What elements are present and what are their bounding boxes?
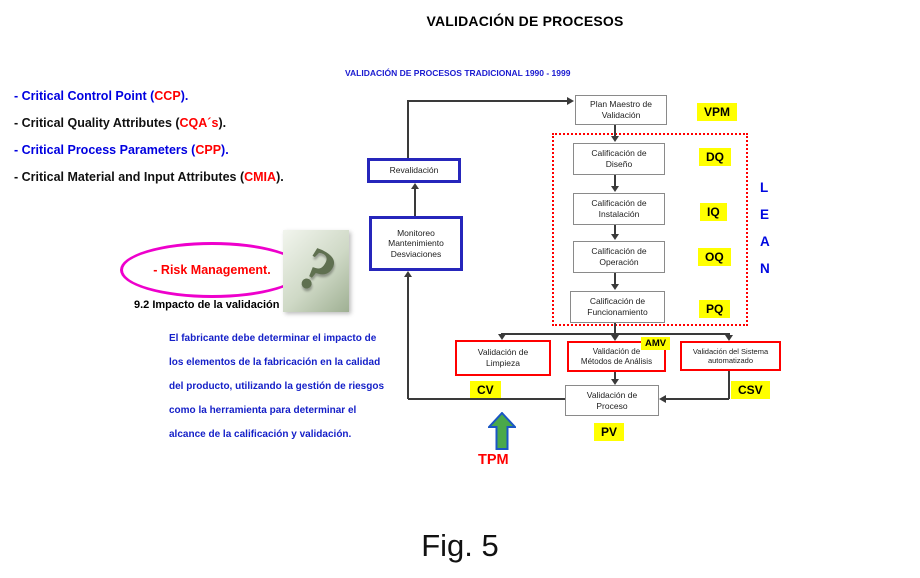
page-title: VALIDACIÓN DE PROCESOS: [426, 13, 624, 29]
flow-line: [408, 398, 565, 400]
lean-letter-l: L: [760, 180, 769, 195]
bullet-cqa: - Critical Quality Attributes (CQA´s).: [14, 115, 284, 132]
flow-arrowhead-down: [498, 334, 506, 340]
label-iq: IQ: [700, 203, 727, 221]
box-validacion-metodos-analisis: Validación de Métodos de Análisis: [567, 341, 666, 372]
bullet-suffix: ).: [221, 143, 229, 157]
flow-line: [728, 371, 730, 399]
figure-caption: Fig. 5: [421, 528, 499, 563]
impact-body: El fabricante debe determinar el impacto…: [169, 333, 385, 440]
lean-letter-n: N: [760, 261, 770, 276]
tpm-up-arrow-icon: [488, 412, 516, 450]
label-pq: PQ: [699, 300, 731, 318]
bullet-abbr: CQA´s: [179, 116, 219, 130]
label-dq: DQ: [699, 148, 731, 166]
box-calificacion-funcionamiento: Calificación de Funcionamiento: [570, 291, 665, 323]
flow-line: [414, 189, 416, 216]
flow-arrowhead-up: [411, 183, 419, 189]
flow-arrowhead-up: [404, 271, 412, 277]
box-calificacion-operacion: Calificación de Operación: [573, 241, 665, 273]
flow-line: [614, 323, 616, 334]
flow-line: [614, 225, 616, 235]
label-vpm: VPM: [697, 103, 738, 121]
box-validacion-limpieza: Validación de Limpieza: [455, 340, 551, 376]
flow-line: [407, 100, 409, 158]
bullet-suffix: ).: [276, 170, 284, 184]
box-calificacion-diseno: Calificación de Diseño: [573, 143, 665, 175]
lean-letter-a: A: [760, 234, 770, 249]
flow-line: [407, 277, 409, 399]
risk-management-label: - Risk Management.: [153, 263, 271, 277]
question-mark-image: ?: [283, 230, 349, 312]
bullet-cmia: - Critical Material and Input Attributes…: [14, 169, 284, 186]
bullet-text: - Critical Material and Input Attributes…: [14, 170, 245, 184]
bullet-list: - Critical Control Point (CCP). - Critic…: [14, 88, 284, 196]
diagram-subtitle: VALIDACIÓN DE PROCESOS TRADICIONAL 1990 …: [345, 68, 571, 78]
label-amv: AMV: [641, 337, 671, 350]
bullet-cpp: - Critical Process Parameters (CPP).: [14, 142, 284, 159]
flow-line: [501, 333, 730, 335]
flow-arrowhead-down: [611, 335, 619, 341]
bullet-abbr: CCP: [154, 89, 181, 103]
box-plan-maestro-validacion: Plan Maestro de Validación: [575, 95, 667, 125]
bullet-ccp: - Critical Control Point (CCP).: [14, 88, 284, 105]
box-validacion-sistema-automatizado: Validación del Sistema automatizado: [680, 341, 781, 371]
label-oq: OQ: [698, 248, 731, 266]
box-revalidacion: Revalidación: [367, 158, 461, 183]
flow-arrowhead-left: [659, 395, 666, 403]
box-monitoreo-mantenimiento: Monitoreo Mantenimiento Desviaciones: [369, 216, 463, 271]
impact-heading: 9.2 Impacto de la validación: [134, 299, 280, 311]
flow-line: [614, 273, 616, 284]
bullet-text: - Critical Control Point (: [14, 89, 155, 103]
box-validacion-proceso: Validación de Proceso: [565, 385, 659, 416]
flow-arrowhead-down: [611, 186, 619, 192]
bullet-abbr: CMIA: [244, 170, 277, 184]
label-csv: CSV: [731, 381, 770, 399]
bullet-abbr: CPP: [195, 143, 222, 157]
flow-arrowhead-down: [611, 379, 619, 385]
box-calificacion-instalacion: Calificación de Instalación: [573, 193, 665, 225]
bullet-text: - Critical Process Parameters (: [14, 143, 196, 157]
tpm-label: TPM: [478, 452, 509, 468]
flow-line: [614, 372, 616, 380]
flow-arrowhead-right: [567, 97, 574, 105]
question-mark-glyph: ?: [285, 233, 348, 308]
flow-arrowhead-down: [611, 136, 619, 142]
flow-line: [407, 100, 567, 102]
flow-line: [614, 125, 616, 137]
lean-letter-e: E: [760, 207, 770, 222]
bullet-suffix: ).: [218, 116, 227, 130]
flow-line: [614, 175, 616, 187]
flow-arrowhead-down: [611, 234, 619, 240]
flow-arrowhead-down: [611, 284, 619, 290]
label-pv: PV: [594, 423, 625, 441]
risk-management-ellipse: - Risk Management.: [120, 242, 304, 298]
bullet-text: - Critical Quality Attributes (: [14, 116, 180, 130]
qualification-dotted-frame: [552, 133, 748, 326]
flow-arrowhead-down: [725, 335, 733, 341]
bullet-suffix: ).: [180, 89, 189, 103]
label-cv: CV: [470, 381, 501, 399]
flow-line: [663, 398, 729, 400]
